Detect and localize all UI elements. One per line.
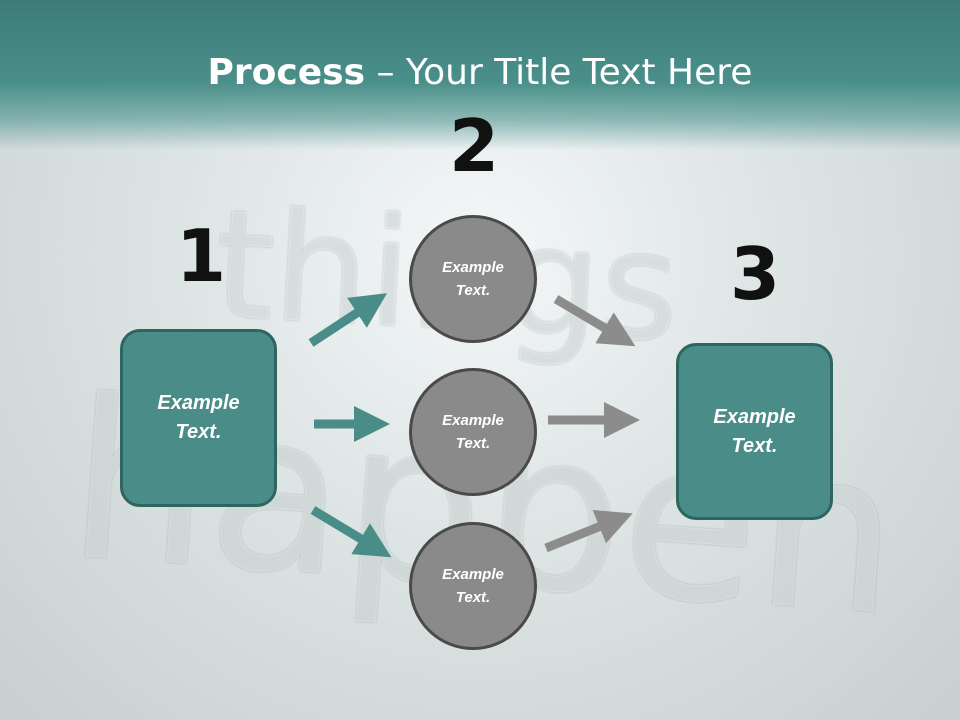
circle-middle-text: Example Text.: [442, 412, 504, 452]
header-band: [0, 0, 960, 150]
title-rest: – Your Title Text Here: [365, 52, 753, 93]
step-number-3: 3: [730, 232, 781, 316]
arrow-left-to-top: [308, 293, 388, 347]
arrow-bottom-to-right: [544, 509, 633, 553]
left-process-box[interactable]: Example Text.: [120, 329, 277, 507]
circle-bottom-text: Example Text.: [442, 566, 504, 606]
right-box-text: Example Text.: [713, 405, 796, 457]
circle-top-text: Example Text.: [442, 259, 504, 299]
page-title: Process – Your Title Text Here: [0, 52, 960, 93]
arrow-left-to-bottom: [310, 506, 392, 558]
circle-top[interactable]: Example Text.: [409, 215, 537, 343]
arrow-top-to-right: [553, 295, 636, 347]
step-number-2: 2: [449, 104, 500, 188]
title-bold: Process: [207, 52, 366, 93]
left-box-text: Example Text.: [157, 392, 240, 443]
right-process-box[interactable]: Example Text.: [676, 343, 833, 520]
step-number-1: 1: [176, 214, 227, 298]
circle-bottom[interactable]: Example Text.: [409, 522, 537, 650]
circle-middle[interactable]: Example Text.: [409, 368, 537, 496]
